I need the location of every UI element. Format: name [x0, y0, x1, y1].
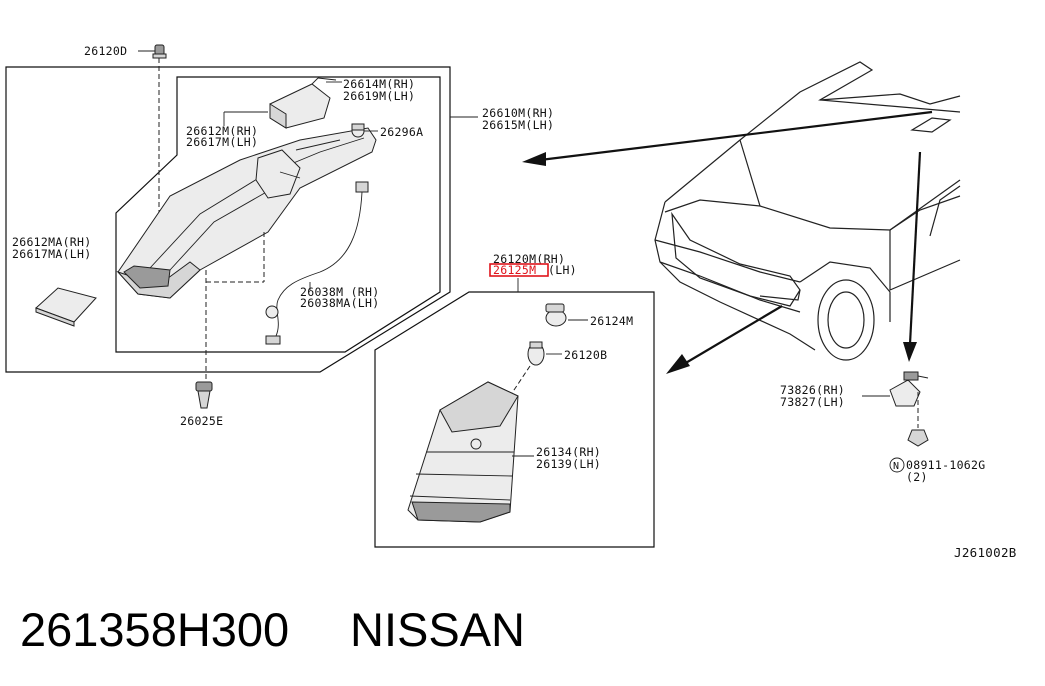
- label-26038MA: 26038MA(LH): [300, 296, 379, 310]
- label-26139: 26139(LH): [536, 457, 601, 471]
- label-26617M: 26617M(LH): [186, 135, 258, 149]
- label-08911: 08911-1062G: [906, 458, 985, 472]
- label-qty: (2): [906, 470, 928, 484]
- label-26120D: 26120D: [84, 44, 127, 58]
- label-26025E: 26025E: [180, 414, 223, 428]
- harness-26038M: [265, 181, 369, 345]
- stop-lamp-housing: [116, 127, 377, 299]
- brand-name: NISSAN: [350, 603, 525, 656]
- arrow-to-stop-lamp: [522, 110, 933, 166]
- label-26296A: 26296A: [380, 125, 423, 139]
- n-symbol-circle: [889, 457, 905, 473]
- bulb-26120B: [527, 341, 545, 366]
- part-number: 261358H300: [20, 603, 289, 656]
- bracket-73826: [889, 371, 929, 407]
- lens-cover-26612M: [269, 77, 337, 129]
- label-73827: 73827(LH): [780, 395, 845, 409]
- label-26617MA: 26617MA(LH): [12, 247, 91, 261]
- clip-26120D: [152, 44, 167, 59]
- label-26120B: 26120B: [564, 348, 607, 362]
- vehicle-sketch: [654, 61, 961, 361]
- left-assembly-outer-frame: [5, 66, 451, 373]
- arrow-to-bracket: [903, 151, 922, 362]
- highlight-box-26125M: [489, 263, 549, 277]
- label-26038M: 26038M (RH): [300, 285, 379, 299]
- label-26619M: 26619M(LH): [343, 89, 415, 103]
- grommet-26025E: [195, 381, 213, 409]
- bulb-26124M: [545, 303, 567, 327]
- label-26124M: 26124M: [590, 314, 633, 328]
- label-26125M-lh: (LH): [548, 263, 577, 277]
- label-26125M: 26125M: [493, 263, 536, 277]
- turn-lamp-box: [374, 291, 655, 548]
- label-73826: 73826(RH): [780, 383, 845, 397]
- diagram-id: J261002B: [954, 545, 1017, 560]
- lens-26612MA: [35, 287, 97, 327]
- nut-08911: [907, 429, 929, 447]
- socket-26296A: [351, 123, 365, 138]
- left-assembly-inner-frame: [115, 76, 441, 353]
- label-26612MA: 26612MA(RH): [12, 235, 91, 249]
- label-26120M: 26120M(RH): [493, 252, 565, 266]
- label-26612M: 26612M(RH): [186, 124, 258, 138]
- label-26614M: 26614M(RH): [343, 77, 415, 91]
- label-26615M: 26615M(LH): [482, 118, 554, 132]
- lens-26134: [407, 381, 519, 523]
- label-26610M: 26610M(RH): [482, 106, 554, 120]
- label-26134: 26134(RH): [536, 445, 601, 459]
- arrow-to-turn-lamp: [666, 305, 783, 374]
- n-symbol: N: [893, 461, 899, 472]
